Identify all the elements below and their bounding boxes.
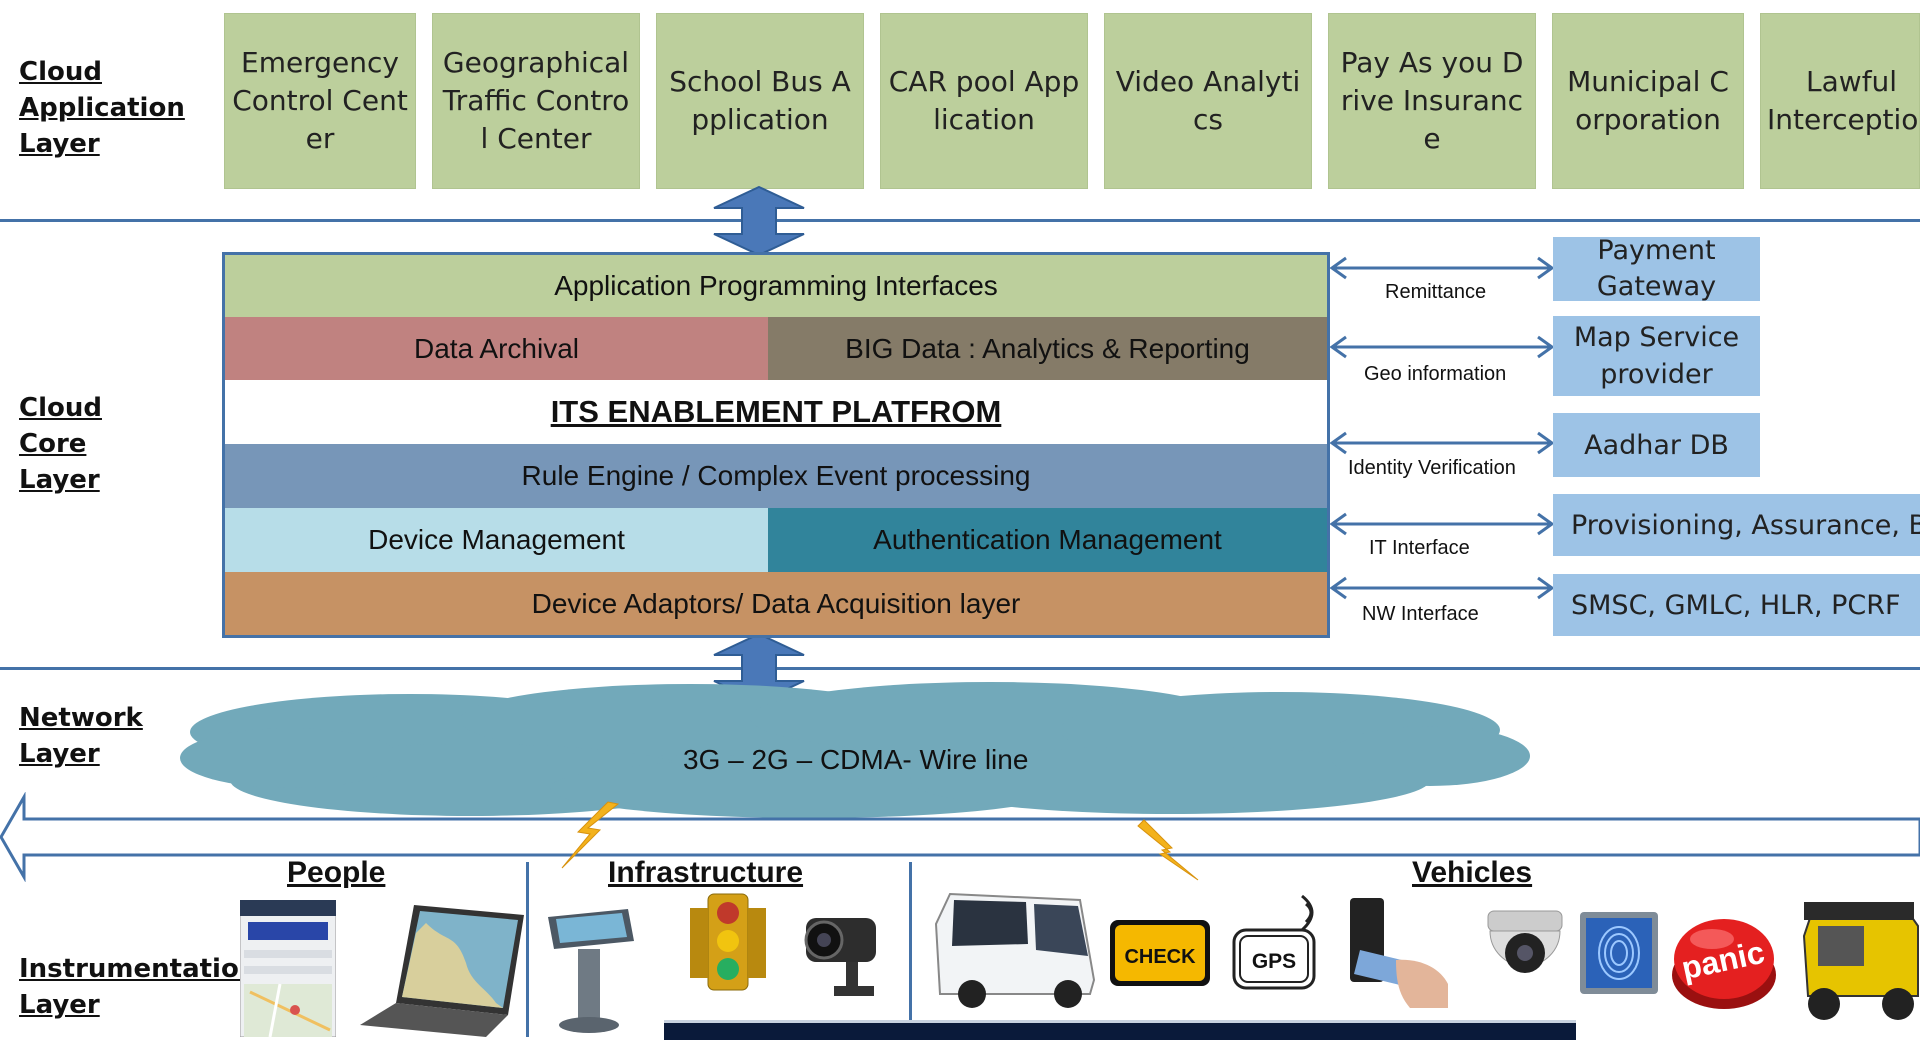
check-engine-label: CHECK xyxy=(1124,946,1196,968)
big-data-band: BIG Data : Analytics & Reporting xyxy=(768,317,1327,380)
lightning-bolt-right-icon xyxy=(1137,819,1199,881)
smsc-box: SMSC, GMLC, HLR, PCRF xyxy=(1553,574,1920,636)
payment-gateway-box: Payment Gateway xyxy=(1553,237,1760,301)
auto-rickshaw-icon xyxy=(1802,902,1919,1020)
link-it-interface: IT Interface xyxy=(1369,537,1470,559)
traffic-light-icon xyxy=(690,893,766,991)
link-geo-information: Geo information xyxy=(1364,363,1507,385)
cctv-camera-icon xyxy=(804,918,876,996)
app-video-analytics: Video Analytics xyxy=(1104,13,1312,189)
rfid-card-reader-icon xyxy=(1300,894,1448,1008)
app-car-pool-application: CAR pool Application xyxy=(880,13,1088,189)
app-pay-as-you-drive-insurance: Pay As you Drive Insurance xyxy=(1328,13,1536,189)
app-school-bus-application: School Bus Application xyxy=(656,13,864,189)
map-service-provider-box: Map Service provider xyxy=(1553,316,1760,396)
app-lawful-interception: Lawful Interception xyxy=(1760,13,1920,189)
instrumentation-layer-label: Instrumentation Layer xyxy=(19,954,258,1020)
authentication-management-band: Authentication Management xyxy=(768,508,1327,572)
link-remittance: Remittance xyxy=(1385,281,1487,303)
cloud-core-layer-label: Cloud Core Layer xyxy=(19,393,102,495)
fingerprint-scanner-icon xyxy=(1580,912,1658,994)
updown-arrow-top-icon xyxy=(713,186,805,256)
check-engine-icon: CHECK xyxy=(1110,920,1210,986)
kiosk-icon xyxy=(548,909,634,1033)
network-cloud xyxy=(180,682,1530,818)
network-layer-label: Network Layer xyxy=(19,703,143,769)
network-cloud-label: 3G – 2G – CDMA- Wire line xyxy=(683,744,1029,775)
smartphone-map-icon xyxy=(240,900,336,1037)
gps-label: GPS xyxy=(1252,950,1296,973)
device-adaptors-band: Device Adaptors/ Data Acquisition layer xyxy=(225,572,1327,635)
aadhar-db-box: Aadhar DB xyxy=(1553,413,1760,477)
app-emergency-control-center: Emergency Control Center xyxy=(224,13,416,189)
dome-camera-icon xyxy=(1487,910,1563,973)
lightning-bolt-left-icon xyxy=(561,801,620,869)
app-geographical-traffic-control-center: Geographical Traffic Control Center xyxy=(432,13,640,189)
device-management-band: Device Management xyxy=(225,508,768,572)
data-archival-band: Data Archival xyxy=(225,317,768,380)
separator-infra-vehicles xyxy=(909,862,912,1020)
separator-application-core xyxy=(0,219,1920,222)
provisioning-box: Provisioning, Assurance, Bi xyxy=(1553,494,1920,556)
platform-title: ITS ENABLEMENT PLATFROM xyxy=(225,380,1327,444)
people-title: People xyxy=(287,856,386,889)
link-nw-interface: NW Interface xyxy=(1362,603,1479,625)
cloud-application-layer-label: Cloud Application Layer xyxy=(19,57,185,159)
bus-icon xyxy=(934,892,1096,1008)
link-identity-verification: Identity Verification xyxy=(1348,457,1516,479)
rule-engine-band: Rule Engine / Complex Event processing xyxy=(225,444,1327,508)
left-flow-arrow xyxy=(0,792,1920,882)
separator-people-infra xyxy=(526,862,529,1037)
app-municipal-corporation: Municipal Corporation xyxy=(1552,13,1744,189)
api-band: Application Programming Interfaces xyxy=(225,255,1327,317)
bottom-dark-panel xyxy=(664,1020,1576,1040)
vehicles-title: Vehicles xyxy=(1412,856,1533,889)
connector-arrows xyxy=(1329,256,1555,600)
laptop-map-icon xyxy=(360,905,524,1037)
gps-icon: GPS xyxy=(1232,928,1316,990)
panic-button-icon: panic xyxy=(1672,919,1776,1009)
separator-core-network xyxy=(0,667,1920,670)
infrastructure-title: Infrastructure xyxy=(608,856,804,889)
